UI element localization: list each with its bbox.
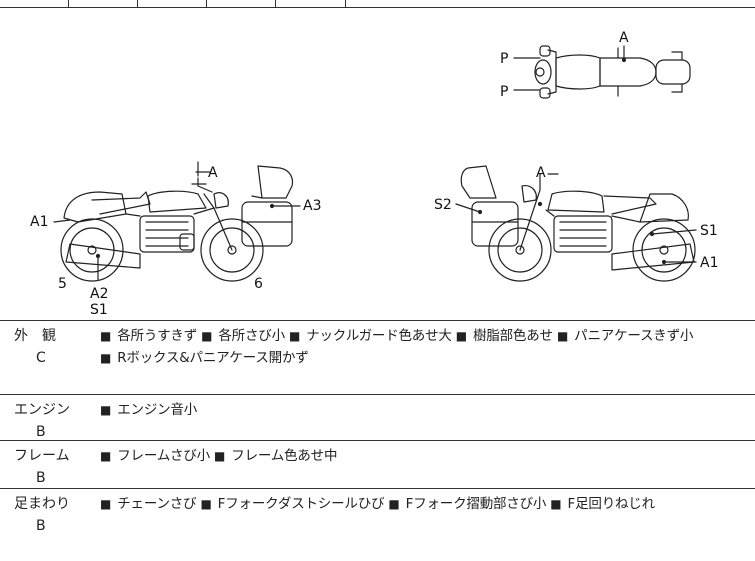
bullet-square-icon: ■ — [200, 497, 212, 511]
row-notes: ■ エンジン音小 — [100, 399, 745, 421]
bullet-square-icon: ■ — [100, 449, 112, 463]
bullet-square-icon: ■ — [388, 497, 400, 511]
note-item: ■ ナックルガード色あせ大 — [289, 328, 452, 344]
note-item: ■ チェーンさび — [100, 496, 197, 512]
label-top-p-lower: P — [500, 84, 508, 100]
row-category: エンジン B — [14, 399, 84, 443]
category-name: フレーム — [14, 448, 70, 464]
note-item: ■ 樹脂部色あせ — [456, 328, 553, 344]
label-left-a2: A2 — [90, 286, 108, 302]
note-item: ■ パニアケースきず小 — [557, 328, 693, 344]
bullet-square-icon: ■ — [288, 329, 301, 343]
label-left-a3: A3 — [303, 198, 321, 214]
row-notes: ■ フレームさび小 ■ フレーム色あせ中 — [100, 445, 745, 467]
note-item: ■ Fフォーク摺動部さび小 — [388, 496, 546, 512]
top-table-edge — [0, 0, 755, 8]
note-text: パニアケースきず小 — [570, 328, 694, 344]
label-top-a: A — [619, 30, 629, 46]
note-text: フレームさび小 — [113, 448, 210, 464]
note-item: ■ フレームさび小 — [100, 448, 210, 464]
label-right-s1: S1 — [700, 223, 718, 239]
row-notes: ■ チェーンさび ■ Fフォークダストシールひび ■ Fフォーク摺動部さび小 ■… — [100, 493, 745, 515]
note-item: ■ Fフォークダストシールひび — [200, 496, 384, 512]
category-name: 外 観 — [14, 328, 56, 344]
note-text: Fフォークダストシールひび — [213, 496, 385, 512]
motorcycle-left-view — [53, 161, 301, 282]
bullet-square-icon: ■ — [455, 329, 467, 343]
bullet-square-icon: ■ — [550, 497, 562, 511]
category-name: エンジン — [14, 402, 70, 418]
bullet-square-icon: ■ — [100, 329, 112, 343]
bullet-square-icon: ■ — [201, 329, 213, 343]
bullet-square-icon: ■ — [100, 403, 112, 417]
note-item: ■ フレーム色あせ中 — [214, 448, 337, 464]
motorcycle-right-view — [455, 165, 697, 282]
label-left-5: 5 — [58, 276, 67, 292]
note-item: ■ 各所さび小 — [201, 328, 285, 344]
damage-diagram-panel: A P P A A1 A3 5 A2 S1 6 A S2 S1 A1 — [0, 8, 755, 321]
row-frame: フレーム B ■ フレームさび小 ■ フレーム色あせ中 — [0, 441, 755, 489]
label-right-a: A — [536, 165, 546, 181]
label-right-s2: S2 — [434, 197, 452, 213]
note-text: エンジン音小 — [113, 402, 198, 418]
note-text: Fフォーク摺動部さび小 — [401, 496, 547, 512]
row-category: フレーム B — [14, 445, 84, 489]
label-left-s1: S1 — [90, 302, 108, 318]
row-engine: エンジン B ■ エンジン音小 — [0, 395, 755, 441]
bullet-square-icon: ■ — [100, 497, 112, 511]
note-text: Rボックス&パニアケース開かず — [113, 350, 309, 366]
row-exterior: 外 観 C ■ 各所うすきず ■ 各所さび小 ■ ナックルガード色あせ大 ■ 樹… — [0, 321, 755, 395]
motorcycle-diagram: A P P A A1 A3 5 A2 S1 6 A S2 S1 A1 — [30, 30, 718, 318]
note-text: 各所さび小 — [214, 328, 285, 344]
category-grade: B — [36, 424, 46, 440]
note-text: 各所うすきず — [113, 328, 198, 344]
note-item: ■ エンジン音小 — [100, 402, 197, 418]
label-left-6: 6 — [254, 276, 263, 292]
note-item: ■ F足回りねじれ — [550, 496, 655, 512]
category-grade: B — [36, 518, 46, 534]
row-category: 足まわり B — [14, 493, 84, 537]
row-suspension: 足まわり B ■ チェーンさび ■ Fフォークダストシールひび ■ Fフォーク摺… — [0, 489, 755, 561]
label-top-p-upper: P — [500, 51, 508, 67]
note-item: ■ 各所うすきず — [100, 328, 197, 344]
note-text: F足回りねじれ — [563, 496, 656, 512]
category-name: 足まわり — [14, 496, 70, 512]
note-text: フレーム色あせ中 — [227, 448, 338, 464]
row-notes: ■ 各所うすきず ■ 各所さび小 ■ ナックルガード色あせ大 ■ 樹脂部色あせ … — [100, 325, 745, 369]
note-text: ナックルガード色あせ大 — [302, 328, 452, 344]
category-grade: C — [36, 350, 46, 366]
bullet-square-icon: ■ — [556, 329, 569, 343]
label-left-a1: A1 — [30, 214, 48, 230]
note-text: チェーンさび — [113, 496, 197, 512]
motorcycle-top-view — [513, 45, 691, 99]
bullet-square-icon: ■ — [214, 449, 226, 463]
category-grade: B — [36, 470, 46, 486]
note-item: ■ Rボックス&パニアケース開かず — [100, 350, 309, 366]
row-category: 外 観 C — [14, 325, 84, 369]
label-right-a1: A1 — [700, 255, 718, 271]
note-text: 樹脂部色あせ — [468, 328, 553, 344]
bullet-square-icon: ■ — [100, 351, 112, 365]
label-left-a: A — [208, 165, 218, 181]
